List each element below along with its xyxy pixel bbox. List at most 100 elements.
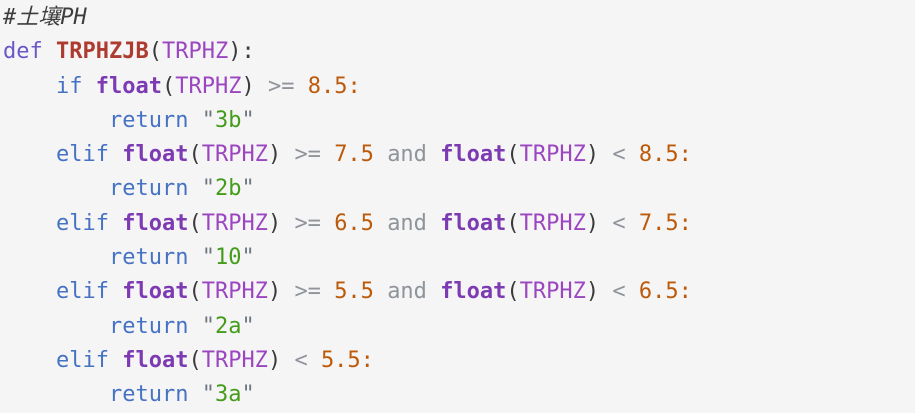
code-token-op: and: [387, 279, 427, 305]
code-token-str: 2b: [214, 176, 242, 202]
code-token-plain: [3, 142, 56, 167]
code-token-op: <: [612, 279, 626, 305]
code-token-punct: (: [506, 279, 520, 305]
code-token-punct: (: [161, 73, 176, 99]
code-token-plain: [188, 382, 201, 407]
code-token-var: TRPHZ: [161, 39, 229, 65]
code-token-punct: ): [267, 347, 282, 373]
code-token-punct: ): [267, 142, 282, 168]
code-token-punct: ): [241, 73, 255, 99]
code-token-num: 8.5:: [307, 73, 361, 99]
code-token-plain: [321, 211, 334, 236]
code-token-kw: return: [108, 245, 189, 271]
code-token-func: TRPHZJB: [56, 39, 149, 65]
code-token-num: 7.5:: [638, 210, 692, 236]
code-token-var: TRPHZ: [201, 347, 268, 373]
code-token-str: 2a: [214, 313, 242, 339]
code-token-kw: elif: [55, 210, 109, 236]
code-token-kw: return: [108, 176, 189, 202]
code-token-punct: ): [585, 279, 600, 305]
code-line: return "2a": [3, 310, 915, 344]
code-token-op: <: [294, 347, 308, 373]
code-line: elif float(TRPHZ) >= 6.5 and float(TRPHZ…: [3, 207, 915, 241]
code-line: elif float(TRPHZ) < 5.5:: [3, 344, 915, 378]
code-token-plain: [321, 142, 334, 167]
code-line: if float(TRPHZ) >= 8.5:: [3, 70, 915, 104]
code-token-builtin: float: [122, 210, 189, 236]
code-token-strq: ": [201, 313, 215, 339]
code-token-plain: [188, 314, 201, 339]
code-token-strq: ": [201, 176, 215, 202]
code-token-plain: [374, 142, 387, 167]
code-token-builtin: float: [440, 279, 507, 305]
code-token-plain: [43, 39, 56, 64]
code-token-plain: [626, 142, 639, 167]
code-token-var: TRPHZ: [519, 210, 586, 236]
code-token-var: TRPHZ: [201, 279, 268, 305]
code-token-punct: ): [267, 279, 282, 305]
code-token-punct: ): [585, 210, 600, 236]
code-token-num: 8.5:: [638, 142, 692, 168]
code-token-kwdef: def: [3, 39, 43, 65]
code-token-kw: elif: [55, 347, 109, 373]
code-token-num: 6.5: [334, 210, 374, 236]
code-line: elif float(TRPHZ) >= 5.5 and float(TRPHZ…: [3, 275, 915, 309]
code-token-op: >=: [267, 73, 295, 99]
code-token-punct: (: [506, 210, 520, 236]
code-token-str: 10: [214, 245, 242, 271]
code-token-comment: #土壤PH: [3, 5, 87, 30]
code-token-kw: return: [108, 313, 189, 339]
code-line: return "2b": [3, 172, 915, 206]
code-token-str: 3b: [214, 107, 242, 133]
code-token-var: TRPHZ: [175, 73, 242, 99]
code-token-builtin: float: [440, 142, 507, 168]
code-token-plain: [3, 348, 56, 373]
code-token-num: 5.5: [334, 279, 374, 305]
code-token-punct: ):: [228, 39, 255, 65]
code-line: return "3b": [3, 104, 915, 138]
code-token-plain: [599, 279, 612, 304]
code-token-plain: [427, 211, 440, 236]
code-token-plain: [626, 279, 639, 304]
code-token-num: 5.5:: [320, 347, 374, 373]
code-token-plain: [427, 279, 440, 304]
code-token-var: TRPHZ: [201, 142, 268, 168]
code-token-var: TRPHZ: [519, 142, 586, 168]
code-token-kw: return: [108, 107, 189, 133]
code-token-op: >=: [294, 210, 321, 236]
code-token-punct: (: [188, 347, 202, 373]
code-token-plain: [3, 176, 109, 201]
code-token-plain: [374, 279, 387, 304]
code-token-var: TRPHZ: [519, 279, 586, 305]
code-token-punct: (: [188, 142, 202, 168]
code-token-strq: ": [201, 245, 215, 271]
code-token-plain: [427, 142, 440, 167]
code-token-plain: [3, 382, 109, 407]
code-line: return "3a": [3, 378, 915, 412]
code-token-plain: [281, 142, 294, 167]
code-token-plain: [3, 74, 56, 99]
code-token-plain: [109, 348, 122, 373]
code-token-op: >=: [294, 142, 321, 168]
code-line: elif float(TRPHZ) >= 7.5 and float(TRPHZ…: [3, 138, 915, 172]
code-token-strq: ": [241, 313, 255, 339]
code-token-plain: [255, 74, 268, 99]
code-token-strq: ": [241, 382, 255, 408]
code-token-punct: (: [188, 279, 202, 305]
code-token-num: 6.5:: [638, 279, 692, 305]
code-token-plain: [281, 348, 294, 373]
code-token-builtin: float: [440, 210, 507, 236]
code-token-plain: [3, 314, 109, 339]
code-token-plain: [109, 279, 122, 304]
code-token-num: 7.5: [334, 142, 374, 168]
code-token-builtin: float: [122, 347, 189, 373]
code-line: def TRPHZJB(TRPHZ):: [3, 35, 915, 69]
code-token-plain: [599, 142, 612, 167]
code-token-plain: [188, 176, 201, 201]
code-token-str: 3a: [214, 382, 242, 408]
code-token-plain: [321, 279, 334, 304]
code-token-plain: [109, 142, 122, 167]
code-token-plain: [3, 211, 56, 236]
code-token-kw: if: [55, 73, 83, 99]
